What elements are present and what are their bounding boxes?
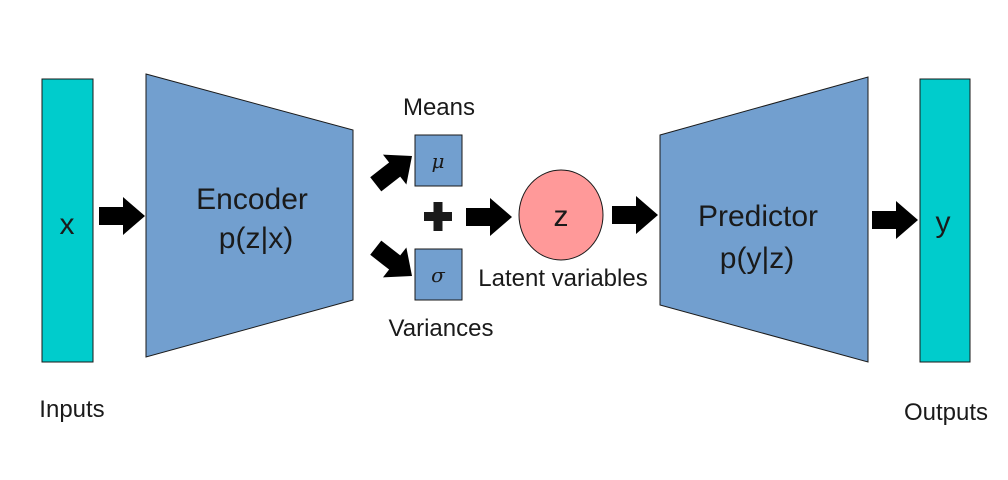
- latent-caption: Latent variables: [478, 265, 647, 292]
- variances-box: [414, 248, 463, 301]
- plus-sign: +: [424, 202, 452, 231]
- arrow-latent-to-predictor: [612, 196, 658, 234]
- input-bar: [41, 78, 94, 363]
- arrow-input-to-encoder: [99, 197, 145, 235]
- output-bar: [919, 78, 971, 363]
- arrow-to-latent: [466, 198, 512, 236]
- input-symbol: x: [60, 208, 75, 241]
- latent-node: [518, 169, 604, 261]
- means-box: [414, 134, 463, 187]
- predictor-block: [659, 76, 869, 363]
- means-caption: Means: [403, 94, 475, 121]
- means-symbol: μ: [432, 149, 445, 173]
- latent-symbol: z: [554, 200, 569, 233]
- inputs-caption: Inputs: [39, 396, 104, 423]
- encoder-block: [145, 73, 354, 358]
- output-symbol: y: [936, 206, 951, 239]
- variances-caption: Variances: [389, 315, 494, 342]
- encoder-title: Encoder: [196, 183, 308, 216]
- arrow-predictor-to-output: [872, 201, 918, 239]
- predictor-subtitle: p(y|z): [720, 242, 794, 275]
- predictor-title: Predictor: [698, 200, 818, 233]
- variances-symbol: σ: [431, 263, 446, 287]
- encoder-subtitle: p(z|x): [219, 222, 293, 255]
- outputs-caption: Outputs: [904, 399, 988, 426]
